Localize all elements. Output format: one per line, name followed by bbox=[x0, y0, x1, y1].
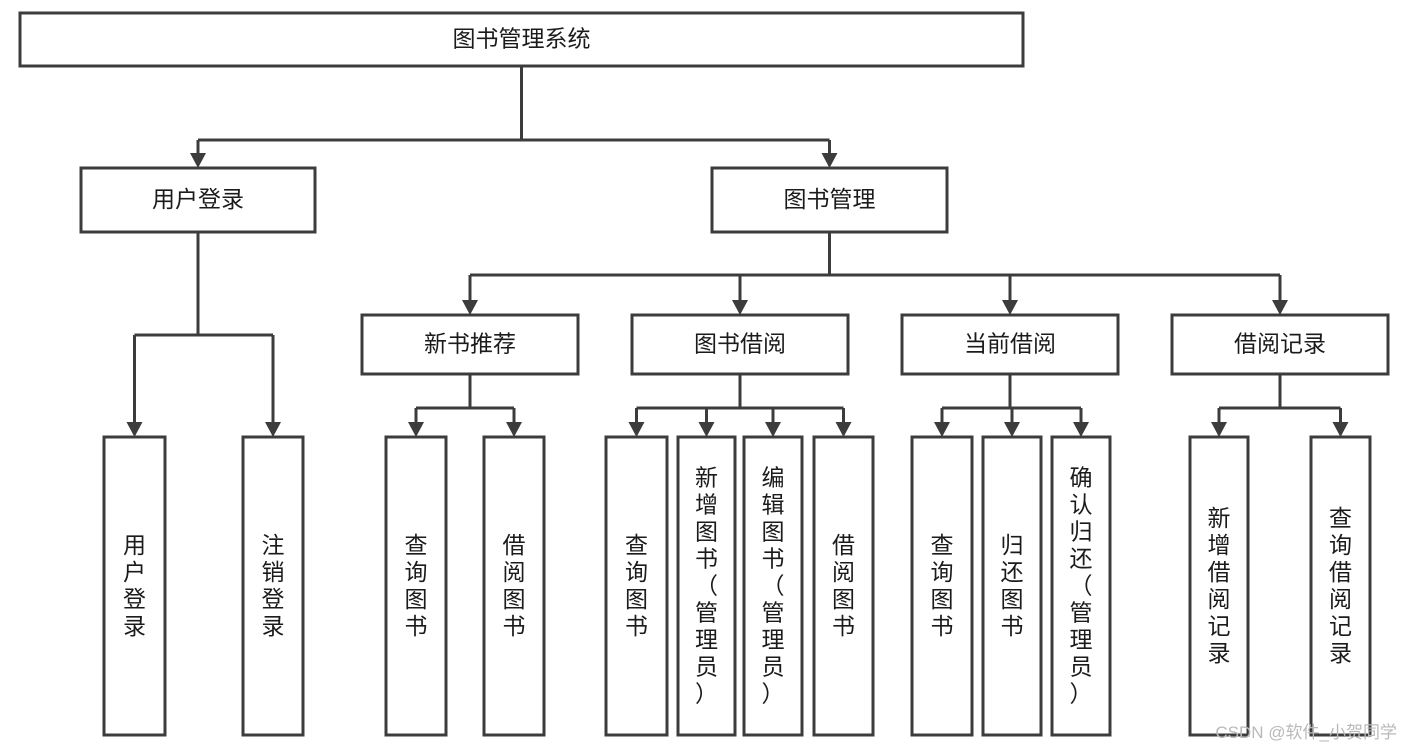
node-leaf-borrow-book-2[interactable]: 借阅图书 bbox=[812, 435, 875, 737]
node-leaf-return-book-label: 归还图书 bbox=[1001, 532, 1024, 639]
node-book-manage-label: 图书管理 bbox=[784, 186, 876, 212]
borrow-record-branch-1-arrowhead bbox=[1332, 422, 1349, 437]
node-root-label: 图书管理系统 bbox=[453, 26, 591, 52]
new-book-recommend-branch-0-arrowhead bbox=[408, 422, 424, 437]
node-leaf-return-book[interactable]: 归还图书 bbox=[981, 435, 1043, 737]
node-book-manage[interactable]: 图书管理 bbox=[710, 166, 949, 234]
node-borrow-record[interactable]: 借阅记录 bbox=[1170, 313, 1390, 376]
node-leaf-borrow-book-2-label: 借阅图书 bbox=[832, 532, 855, 639]
root-branch-1-arrowhead bbox=[821, 153, 838, 168]
node-current-borrow[interactable]: 当前借阅 bbox=[900, 313, 1120, 376]
book-manage-branch-3-arrowhead bbox=[1272, 300, 1288, 315]
current-borrow-branch-2-arrowhead bbox=[1073, 422, 1089, 437]
node-user-login[interactable]: 用户登录 bbox=[79, 166, 317, 234]
current-borrow-branch-0-arrowhead bbox=[934, 422, 950, 437]
node-leaf-user-logout-label: 注销登录 bbox=[262, 532, 285, 639]
node-leaf-confirm-return[interactable]: 确认归还（管理员） bbox=[1050, 435, 1112, 737]
node-book-borrow-label: 图书借阅 bbox=[694, 331, 786, 357]
node-new-book-recommend[interactable]: 新书推荐 bbox=[360, 313, 580, 376]
book-borrow-branch-3-arrowhead bbox=[835, 422, 852, 437]
node-leaf-query-book-2[interactable]: 查询图书 bbox=[604, 435, 669, 737]
node-leaf-query-record[interactable]: 查询借阅记录 bbox=[1309, 435, 1372, 737]
book-manage-branch-0-arrowhead bbox=[462, 300, 478, 315]
root-branch-0-arrowhead bbox=[190, 153, 206, 168]
node-leaf-user-logout[interactable]: 注销登录 bbox=[241, 435, 305, 737]
node-leaf-add-book[interactable]: 新增图书（管理员） bbox=[676, 435, 737, 737]
node-borrow-record-label: 借阅记录 bbox=[1234, 331, 1326, 357]
user-login-branch-0-arrowhead bbox=[126, 422, 143, 437]
node-leaf-query-book-2-label: 查询图书 bbox=[625, 532, 648, 639]
node-leaf-add-record[interactable]: 新增借阅记录 bbox=[1188, 435, 1250, 737]
node-leaf-confirm-return-label: 确认归还（管理员） bbox=[1070, 465, 1093, 707]
book-manage-branch-2-arrowhead bbox=[1002, 300, 1018, 315]
node-new-book-recommend-label: 新书推荐 bbox=[424, 331, 516, 357]
node-book-borrow[interactable]: 图书借阅 bbox=[630, 313, 850, 376]
node-leaf-add-book-label: 新增图书（管理员） bbox=[695, 465, 718, 707]
node-root[interactable]: 图书管理系统 bbox=[18, 11, 1025, 68]
node-leaf-add-record-label: 新增借阅记录 bbox=[1208, 505, 1231, 666]
watermark-label: CSDN @软件_小贺同学 bbox=[1215, 723, 1397, 742]
node-leaf-query-book-1[interactable]: 查询图书 bbox=[384, 435, 448, 737]
connector-layer bbox=[126, 66, 1349, 437]
node-leaf-borrow-book-1[interactable]: 借阅图书 bbox=[482, 435, 546, 737]
book-borrow-branch-1-arrowhead bbox=[698, 422, 715, 437]
node-layer: 图书管理系统用户登录图书管理新书推荐图书借阅当前借阅借阅记录用户登录注销登录查询… bbox=[18, 11, 1390, 737]
book-manage-branch-1-arrowhead bbox=[732, 300, 748, 315]
borrow-record-branch-0-arrowhead bbox=[1211, 422, 1227, 437]
node-leaf-borrow-book-1-label: 借阅图书 bbox=[503, 532, 526, 639]
new-book-recommend-branch-1-arrowhead bbox=[506, 422, 522, 437]
node-user-login-label: 用户登录 bbox=[152, 186, 244, 212]
book-borrow-branch-2-arrowhead bbox=[765, 422, 781, 437]
node-leaf-query-book-3-label: 查询图书 bbox=[931, 532, 954, 639]
node-leaf-edit-book-label: 编辑图书（管理员） bbox=[762, 465, 785, 707]
node-current-borrow-label: 当前借阅 bbox=[964, 331, 1056, 357]
user-login-branch-1-arrowhead bbox=[265, 422, 281, 437]
node-leaf-edit-book[interactable]: 编辑图书（管理员） bbox=[742, 435, 804, 737]
node-leaf-query-book-1-label: 查询图书 bbox=[405, 532, 428, 639]
book-borrow-branch-0-arrowhead bbox=[628, 422, 645, 437]
node-leaf-query-record-label: 查询借阅记录 bbox=[1329, 505, 1352, 666]
node-leaf-user-login-label: 用户登录 bbox=[123, 532, 146, 639]
node-leaf-user-login[interactable]: 用户登录 bbox=[102, 435, 167, 737]
node-leaf-query-book-3[interactable]: 查询图书 bbox=[910, 435, 974, 737]
current-borrow-branch-1-arrowhead bbox=[1004, 422, 1020, 437]
